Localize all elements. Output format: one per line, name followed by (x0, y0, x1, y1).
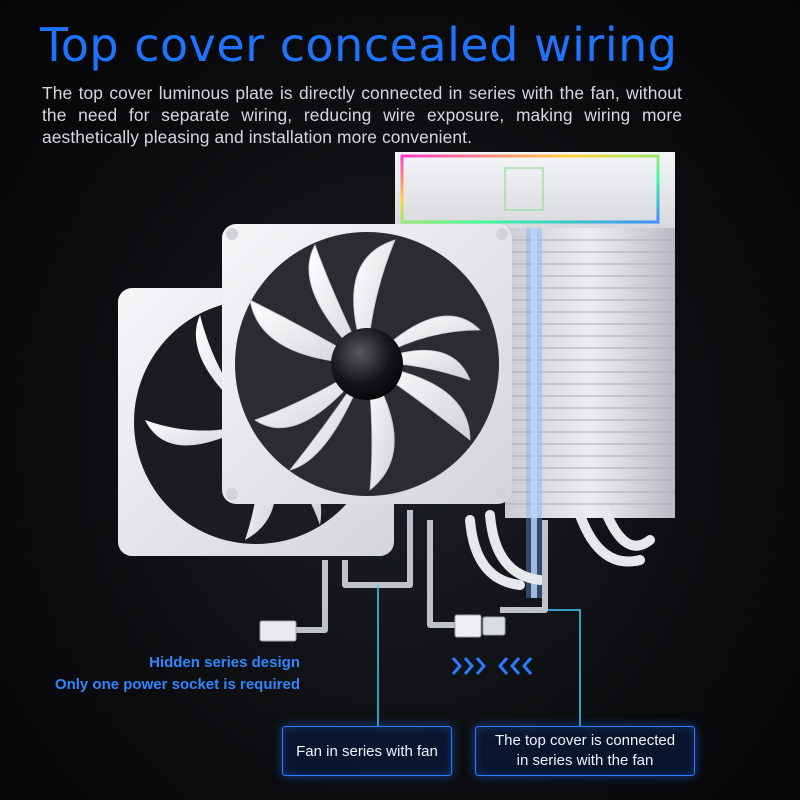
callout-fan-series: Fan in series with fan (282, 726, 452, 776)
leader-lines (377, 585, 581, 726)
note-one-socket: Only one power socket is required (54, 676, 300, 693)
heat-pipes (465, 505, 655, 590)
power-connector (259, 620, 297, 642)
callout-top-cover-line2: in series with the fan (516, 752, 654, 769)
fan-hub (331, 328, 403, 400)
callout-top-cover-line1: The top cover is connected (494, 732, 676, 749)
chevron-arrows-icon (451, 657, 533, 675)
note-hidden-series: Hidden series design (149, 654, 300, 671)
description-text: The top cover luminous plate is directly… (42, 83, 682, 147)
page-title: Top cover concealed wiring (40, 18, 678, 72)
front-fan (222, 224, 512, 504)
fan-cables (290, 510, 548, 633)
series-connector-left (454, 614, 482, 638)
callout-fan-series-text: Fan in series with fan (296, 742, 438, 760)
series-connector-right (482, 616, 506, 636)
heatsink-fins (505, 228, 675, 598)
callout-top-cover-series: The top cover is connected in series wit… (475, 726, 695, 776)
top-cover (395, 152, 675, 228)
